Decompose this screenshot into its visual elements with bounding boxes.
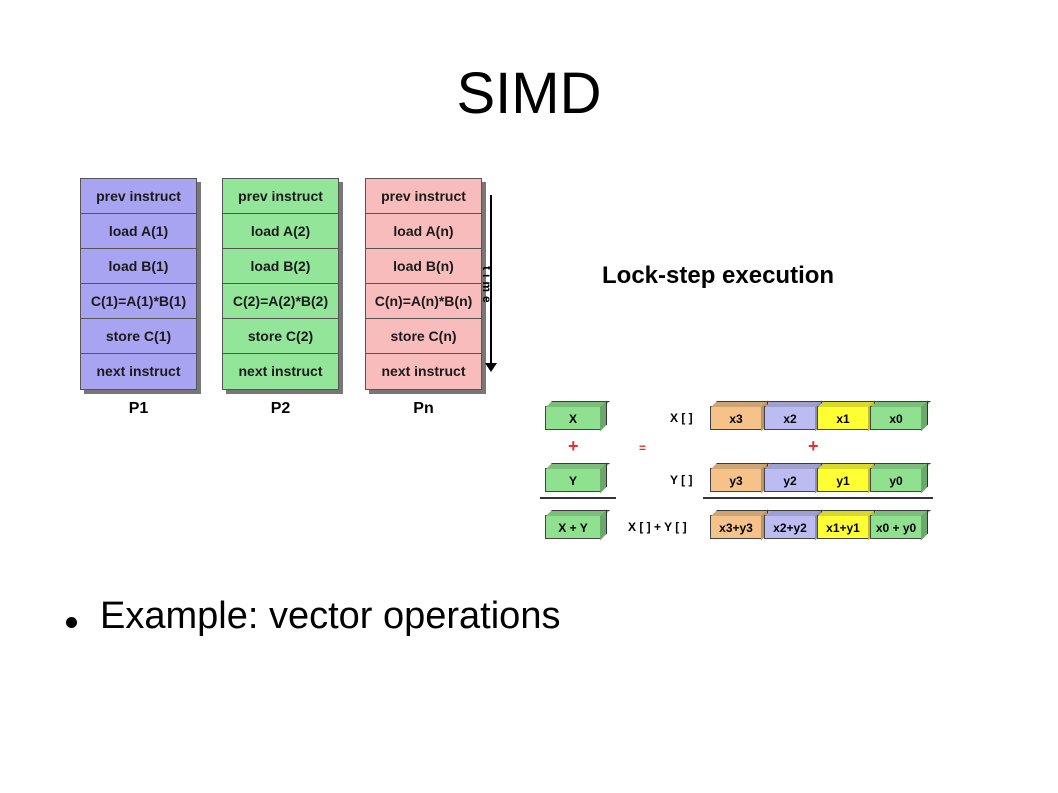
equals-sign: = [639, 441, 647, 455]
instruction-cell: load B(n) [366, 249, 481, 284]
instruction-cell: load B(1) [81, 249, 196, 284]
instruction-cell: C(2)=A(2)*B(2) [223, 284, 338, 319]
vector-sum-lane: x3+y3 [710, 515, 762, 539]
scalar-x-box: X [545, 406, 601, 430]
vector-sum-lane: x0 + y0 [870, 515, 922, 539]
vector-x-lane: x1 [817, 406, 869, 430]
vector-y-lane: y0 [870, 468, 922, 492]
vector-sum-lane: x1+y1 [817, 515, 869, 539]
vector-x-lane: x3 [710, 406, 762, 430]
instruction-cell: C(n)=A(n)*B(n) [366, 284, 481, 319]
vector-sum-label: X [ ] + Y [ ] [628, 520, 687, 534]
processor-label: P2 [270, 400, 291, 417]
vector-y-lane: y2 [764, 468, 816, 492]
time-label: time [480, 266, 494, 307]
scalar-sum-box: X + Y [545, 515, 601, 539]
lock-step-caption: Lock-step execution [602, 262, 835, 289]
scalar-y-box: Y [545, 468, 601, 492]
instruction-stack: prev instruct load A(1) load B(1) C(1)=A… [80, 178, 197, 390]
instruction-cell: C(1)=A(1)*B(1) [81, 284, 196, 319]
processor-label: P1 [128, 400, 149, 417]
bullet-dot [66, 617, 77, 628]
instruction-cell: store C(2) [223, 319, 338, 354]
plus-sign: + [568, 436, 579, 456]
time-arrow [485, 195, 497, 372]
instruction-cell: next instruct [81, 354, 196, 389]
instruction-cell: store C(n) [366, 319, 481, 354]
processor-p2: prev instruct load A(2) load B(2) C(2)=A… [222, 178, 339, 418]
instruction-cell: load A(1) [81, 214, 196, 249]
processor-p1: prev instruct load A(1) load B(1) C(1)=A… [80, 178, 197, 418]
instruction-cell: prev instruct [366, 179, 481, 214]
vector-y-lane: y3 [710, 468, 762, 492]
instruction-cell: load B(2) [223, 249, 338, 284]
instruction-cell: next instruct [223, 354, 338, 389]
instruction-cell: prev instruct [81, 179, 196, 214]
vector-y-label: Y [ ] [670, 473, 693, 487]
vector-sum-lane: x2+y2 [764, 515, 816, 539]
slide-title: SIMD [456, 61, 602, 126]
bullet-text: Example: vector operations [100, 595, 561, 637]
instruction-stack: prev instruct load A(n) load B(n) C(n)=A… [365, 178, 482, 390]
vector-y-lane: y1 [817, 468, 869, 492]
vector-sum-rule [703, 497, 933, 499]
instruction-cell: load A(n) [366, 214, 481, 249]
vector-x-lane: x0 [870, 406, 922, 430]
instruction-cell: store C(1) [81, 319, 196, 354]
instruction-cell: prev instruct [223, 179, 338, 214]
processor-pn: prev instruct load A(n) load B(n) C(n)=A… [365, 178, 482, 418]
vector-x-lane: x2 [764, 406, 816, 430]
instruction-cell: load A(2) [223, 214, 338, 249]
vector-x-label: X [ ] [670, 411, 693, 425]
plus-sign: + [808, 436, 819, 456]
scalar-sum-rule [540, 497, 616, 499]
instruction-cell: next instruct [366, 354, 481, 389]
instruction-stack: prev instruct load A(2) load B(2) C(2)=A… [222, 178, 339, 390]
processor-label: Pn [413, 400, 434, 417]
